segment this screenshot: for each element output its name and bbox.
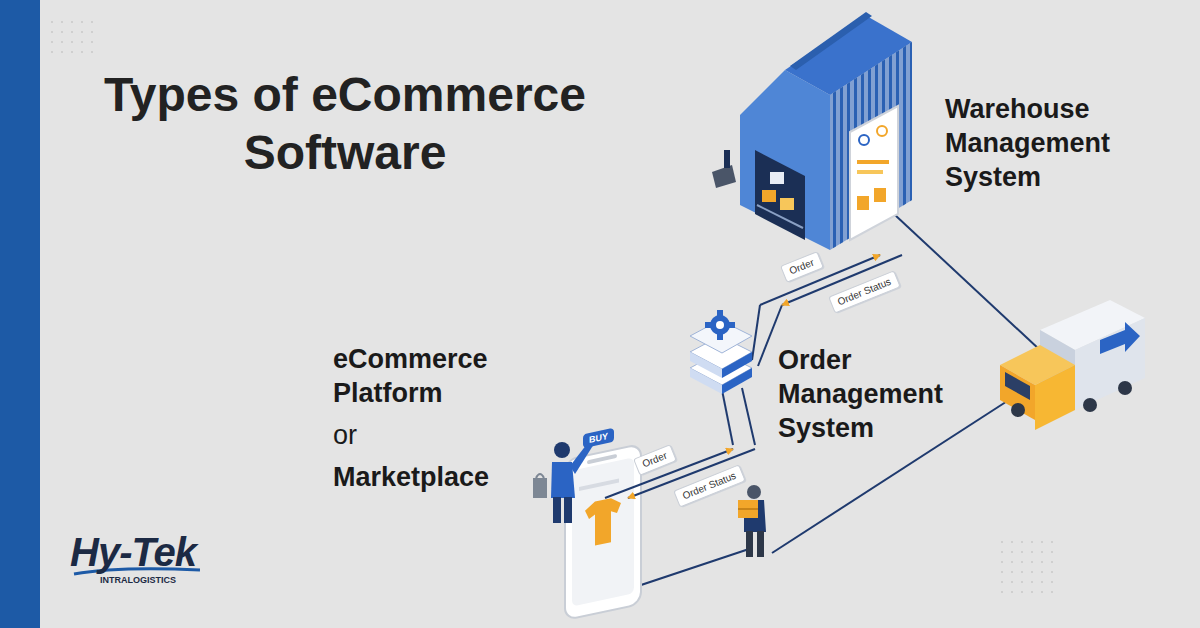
- courier-figure: [738, 485, 766, 557]
- illustrated-node: eCommerce Platform orMarketplace: [330, 330, 650, 498]
- phone-shop-icon: [587, 454, 617, 464]
- warehouse-icon: [857, 160, 889, 164]
- warehouse-icon: [850, 106, 898, 240]
- warehouse-icon: [830, 42, 912, 250]
- flow-lines: [752, 305, 760, 360]
- illustrated-node: Order Management System: [685, 305, 977, 449]
- edge-label: Order Status: [673, 464, 745, 507]
- warehouse-icon: [780, 198, 794, 210]
- shopper-figure: [553, 497, 561, 523]
- truck-icon: [1083, 398, 1097, 412]
- order-system-icon: [690, 320, 752, 353]
- dot-texture: [48, 18, 98, 60]
- phone-shop-icon: [585, 496, 621, 548]
- warehouse-icon: [755, 150, 805, 240]
- flow-lines: [722, 390, 733, 445]
- phone-shop-icon: [572, 457, 634, 606]
- truck-icon: [1005, 372, 1030, 400]
- shopper-figure: [533, 440, 594, 523]
- courier-figure: [738, 508, 758, 510]
- warehouse-icon: [877, 126, 887, 136]
- warehouse-icon: [762, 190, 776, 202]
- warehouse-icon: [770, 172, 784, 184]
- order-system-icon: [705, 310, 735, 340]
- node-text: Order Management System: [778, 343, 973, 445]
- warehouse-icon: [859, 135, 869, 145]
- shopper-figure: [536, 474, 544, 478]
- dot-texture: [995, 535, 1055, 595]
- truck-icon: [1011, 403, 1025, 417]
- truck-icon: [1075, 318, 1145, 410]
- node-label: eCommerce Platform orMarketplace: [333, 342, 523, 494]
- truck-icon: [1118, 381, 1132, 395]
- warehouse-icon: [757, 205, 803, 228]
- order-system-icon: [705, 322, 711, 328]
- order-system-icon: [729, 322, 735, 328]
- shopper-figure: [554, 442, 570, 458]
- phone-shop-icon: [579, 479, 619, 492]
- warehouse-icon: [830, 42, 912, 250]
- node-text: Warehouse Management System: [945, 92, 1140, 194]
- diagram-title: Types of eCommerce Software: [60, 66, 630, 182]
- warehouse-icon: [712, 12, 912, 250]
- buy-button-text: BUY: [583, 428, 614, 449]
- warehouse-icon: [857, 196, 869, 210]
- warehouse-icon: [712, 165, 736, 188]
- courier-figure: [747, 485, 761, 499]
- order-system-icon: [690, 352, 722, 378]
- courier-figure: [757, 531, 764, 557]
- truck-icon: [1000, 300, 1145, 430]
- warehouse-icon: [857, 170, 883, 174]
- order-system-icon: [722, 352, 752, 378]
- node-text: Marketplace: [333, 460, 523, 494]
- warehouse-icon: [724, 150, 730, 168]
- order-system-icon: [716, 321, 724, 329]
- edge-label: Order Status: [828, 270, 900, 313]
- node-text: or: [333, 418, 523, 452]
- courier-figure: [746, 531, 753, 557]
- warehouse-icon: [874, 188, 886, 202]
- truck-icon: [1035, 365, 1075, 430]
- order-system-icon: [690, 310, 752, 394]
- courier-figure: [738, 500, 758, 518]
- node-label: Warehouse Management System: [945, 92, 1140, 194]
- flow-lines: [895, 215, 1040, 350]
- order-system-icon: [710, 315, 730, 335]
- logo-subtitle: INTRALOGISTICS: [100, 575, 176, 585]
- shopper-figure: [564, 497, 572, 523]
- logo-wordmark: Hy-Tek: [70, 530, 196, 574]
- edge-label: Order: [633, 444, 676, 476]
- warehouse-icon: [790, 12, 872, 70]
- illustrated-node: Warehouse Management System: [730, 5, 1145, 255]
- order-system-icon: [717, 334, 723, 340]
- warehouse-icon: [740, 70, 830, 250]
- truck-icon: [1000, 365, 1035, 420]
- shopper-figure: [533, 478, 547, 498]
- edge-label: Order: [780, 251, 823, 283]
- flow-lines: [742, 388, 755, 445]
- order-system-icon: [717, 310, 723, 316]
- node-text: eCommerce Platform: [333, 342, 523, 410]
- node-label: Order Management System: [778, 343, 973, 445]
- truck-icon: [1100, 322, 1140, 354]
- side-bar: [0, 0, 40, 628]
